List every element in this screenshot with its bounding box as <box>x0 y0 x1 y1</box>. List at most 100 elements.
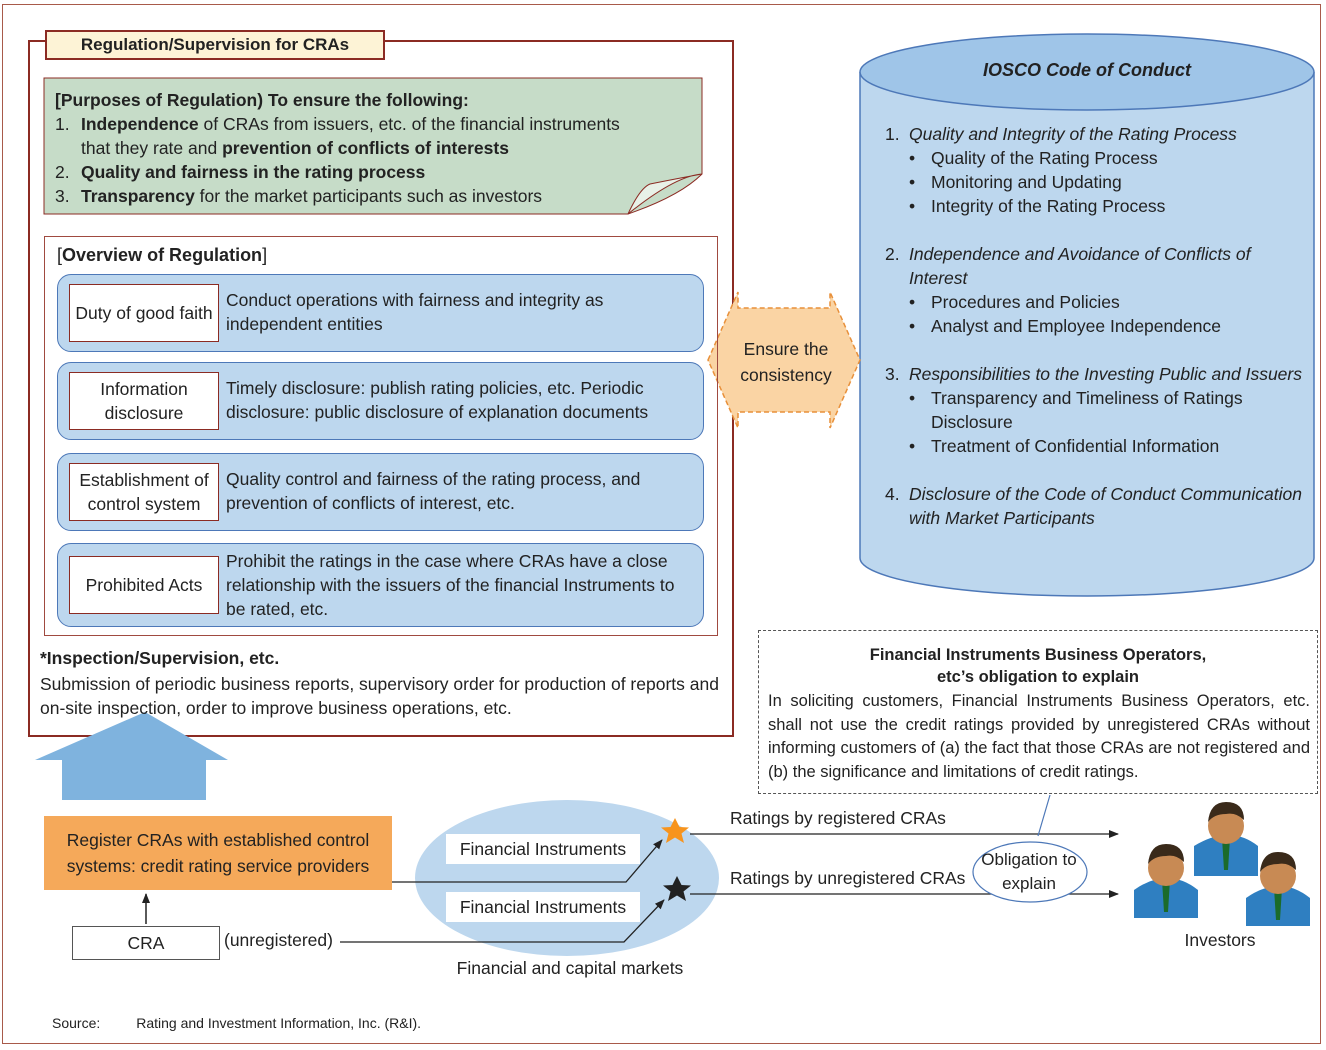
outer-frame <box>2 4 1321 1044</box>
investor-icon <box>1194 802 1258 876</box>
iosco-bullet-text: Integrity of the Rating Process <box>931 196 1166 216</box>
purposes-list: [Purposes of Regulation) To ensure the f… <box>55 88 695 208</box>
iosco-section-heading: 1. Quality and Integrity of the Rating Pr… <box>885 122 1305 146</box>
overview-label: Prohibited Acts <box>69 556 219 614</box>
consistency-arrow <box>707 291 861 429</box>
iosco-section-title: Quality and Integrity of the Rating Proc… <box>909 124 1237 144</box>
iosco-bullet: •Integrity of the Rating Process <box>909 196 1166 216</box>
iosco-bullet: •Analyst and Employee Independence <box>909 316 1221 336</box>
purpose-rest: that they rate and <box>81 138 223 158</box>
overview-label: Establishment of control system <box>69 463 219 521</box>
operators-title: Financial Instruments Business Operators… <box>758 644 1318 688</box>
purposes-note-fold <box>627 173 703 215</box>
purpose-rest: of CRAs from issuers, etc. of the financ… <box>198 114 620 134</box>
source-note: Source: Rating and Investment Information… <box>52 1015 421 1031</box>
purpose-rest: for the market participants such as inve… <box>194 186 543 206</box>
purpose-bold: prevention of conflicts of interests <box>222 138 509 158</box>
obligation-ellipse <box>972 841 1088 903</box>
purposes-heading: [Purposes of Regulation) To ensure the f… <box>55 90 469 110</box>
financial-instruments-label: Financial Instruments <box>446 834 640 864</box>
register-cras-box: Register CRAs with established control s… <box>44 816 392 890</box>
overview-bracket: ] <box>262 245 268 265</box>
iosco-bullet: •Transparency and Timeliness of Ratings … <box>885 386 1305 434</box>
iosco-section-title: Responsibilities to the Investing Public… <box>909 364 1302 384</box>
iosco-section-heading: 4.Disclosure of the Code of Conduct Comm… <box>885 482 1305 530</box>
iosco-bullet-text: Monitoring and Updating <box>931 172 1122 192</box>
purpose-number: 2. <box>55 162 70 182</box>
iosco-section-number: 4. <box>885 484 900 504</box>
regulation-title: Regulation/Supervision for CRAs <box>45 30 385 60</box>
unregistered-ratings-label: Ratings by unregistered CRAs <box>730 868 966 888</box>
overview-label: Information disclosure <box>69 372 219 430</box>
consistency-label: Ensure the consistency <box>726 336 846 388</box>
consistency-line: consistency <box>740 365 832 385</box>
purpose-text: Transparency for the market participants… <box>81 184 542 208</box>
unregistered-star <box>663 876 691 901</box>
source-label: Source: <box>52 1015 101 1031</box>
purpose-item: 2. Quality and fairness in the rating pr… <box>55 160 695 184</box>
purpose-number: 3. <box>55 186 70 206</box>
purpose-text: Independence of CRAs from issuers, etc. … <box>81 112 620 160</box>
purpose-item: 1. Independence of CRAs from issuers, et… <box>55 112 695 160</box>
operators-title-line: Financial Instruments Business Operators… <box>869 646 1207 664</box>
overview-row-control-system: Establishment of control system Quality … <box>57 453 704 531</box>
iosco-bullet: •Treatment of Confidential Information <box>909 436 1220 456</box>
iosco-section-heading: 3. Responsibilities to the Investing Publ… <box>885 362 1305 386</box>
consistency-line: Ensure the <box>743 339 829 359</box>
overview-title: [Overview of Regulation] <box>57 245 267 266</box>
overview-bracket: [ <box>57 245 63 265</box>
iosco-cylinder-body <box>859 72 1315 597</box>
register-to-market-line <box>392 839 663 883</box>
iosco-section-number: 1. <box>885 124 900 144</box>
iosco-bullet: •Procedures and Policies <box>909 292 1120 312</box>
iosco-bullet-text: Transparency and Timeliness of Ratings D… <box>931 388 1243 432</box>
iosco-bullet-text: Treatment of Confidential Information <box>931 436 1220 456</box>
markets-label: Financial and capital markets <box>456 958 684 978</box>
iosco-section-number: 3. <box>885 364 900 384</box>
overview-desc: Quality control and fairness of the rati… <box>226 469 641 513</box>
overview-panel <box>44 236 718 636</box>
overview-desc: Timely disclosure: publish rating polici… <box>226 378 649 422</box>
iosco-cylinder-top <box>859 33 1315 111</box>
operators-obligation-box <box>758 630 1318 794</box>
obligation-connector <box>1037 794 1051 837</box>
overview-row-good-faith: Duty of good faith Conduct operations wi… <box>57 274 704 352</box>
source-text: Rating and Investment Information, Inc. … <box>136 1015 422 1031</box>
obligation-line: Obligation to <box>981 850 1077 869</box>
overview-label: Duty of good faith <box>69 284 219 342</box>
obligation-label: Obligation to explain <box>975 848 1083 896</box>
purpose-bold: Transparency <box>81 186 195 206</box>
overview-row-prohibited: Prohibited Acts Prohibit the ratings in … <box>57 543 704 627</box>
investor-icon <box>1134 844 1198 918</box>
registered-ratings-label: Ratings by registered CRAs <box>730 808 946 828</box>
overview-desc: Prohibit the ratings in the case where C… <box>226 551 675 619</box>
iosco-bullet-text: Procedures and Policies <box>931 292 1120 312</box>
overview-row-disclosure: Information disclosure Timely disclosure… <box>57 362 704 440</box>
obligation-line: explain <box>1002 874 1056 893</box>
purpose-number: 1. <box>55 114 70 134</box>
unregistered-label: (unregistered) <box>224 930 333 950</box>
upward-arrow <box>35 712 228 800</box>
overview-desc: Conduct operations with fairness and int… <box>226 290 604 334</box>
iosco-section-title: Independence and Avoidance of Conflicts … <box>909 244 1251 288</box>
financial-instruments-label: Financial Instruments <box>446 892 640 922</box>
operators-title-line: etc’s obligation to explain <box>937 668 1139 686</box>
inspection-title: *Inspection/Supervision, etc. <box>40 648 280 668</box>
iosco-bullet: •Monitoring and Updating <box>909 172 1122 192</box>
iosco-bullet-text: Quality of the Rating Process <box>931 148 1158 168</box>
iosco-section-heading: 2. Independence and Avoidance of Conflict… <box>885 242 1305 290</box>
iosco-section-number: 2. <box>885 244 900 264</box>
investors-label: Investors <box>1184 930 1256 950</box>
iosco-list: 1. Quality and Integrity of the Rating Pr… <box>885 122 1305 530</box>
inspection-body: Submission of periodic business reports,… <box>40 674 719 718</box>
purpose-item: 3. Transparency for the market participa… <box>55 184 695 208</box>
purpose-bold: Independence <box>81 114 199 134</box>
iosco-bullet: •Quality of the Rating Process <box>909 148 1158 168</box>
registered-star <box>661 818 689 843</box>
overview-heading-text: Overview of Regulation <box>62 245 263 265</box>
cra-box: CRA <box>72 926 220 960</box>
iosco-title: IOSCO Code of Conduct <box>983 60 1191 80</box>
purpose-bold: Quality and fairness in the rating proce… <box>81 162 426 182</box>
unregistered-to-market-line <box>340 899 665 943</box>
